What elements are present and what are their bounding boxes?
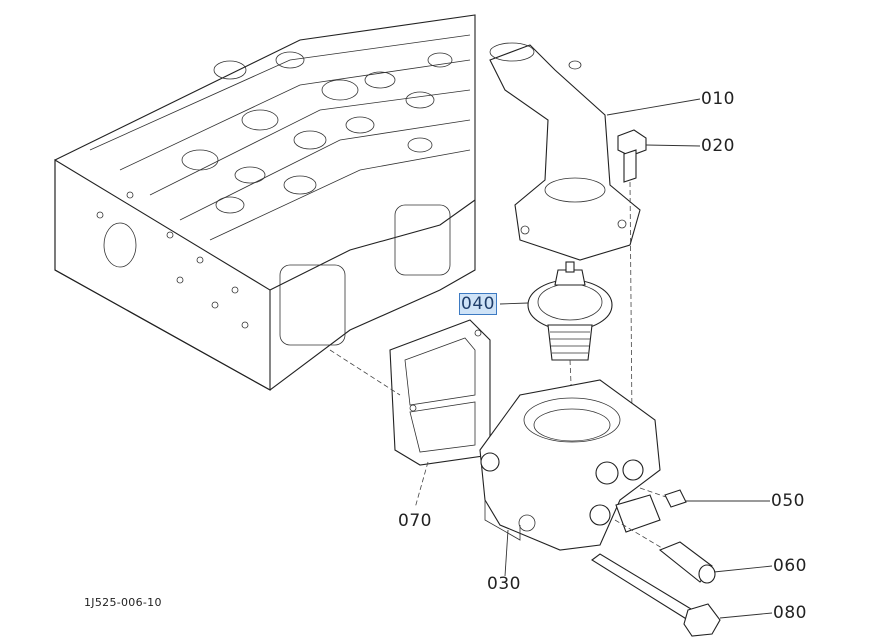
part-020-drawing[interactable] (617, 129, 647, 421)
part-060-drawing[interactable] (614, 519, 716, 584)
callout-070[interactable]: 070 (398, 511, 432, 531)
cylinder-head-drawing (54, 14, 476, 391)
callout-020[interactable]: 020 (701, 136, 735, 156)
drawing-code: 1J525-006-10 (84, 596, 162, 609)
callout-060[interactable]: 060 (773, 556, 807, 576)
callout-030[interactable]: 030 (487, 574, 521, 594)
callout-leaders (329, 98, 773, 619)
part-010-drawing[interactable] (489, 42, 641, 261)
part-030-drawing[interactable] (479, 379, 661, 551)
part-050-drawing[interactable] (639, 487, 687, 508)
part-080-drawing[interactable] (591, 553, 721, 637)
callout-040-selected[interactable]: 040 (459, 293, 497, 315)
callout-080[interactable]: 080 (773, 603, 807, 623)
callout-050[interactable]: 050 (771, 491, 805, 511)
part-070-drawing[interactable] (389, 319, 491, 466)
callout-010[interactable]: 010 (701, 89, 735, 109)
